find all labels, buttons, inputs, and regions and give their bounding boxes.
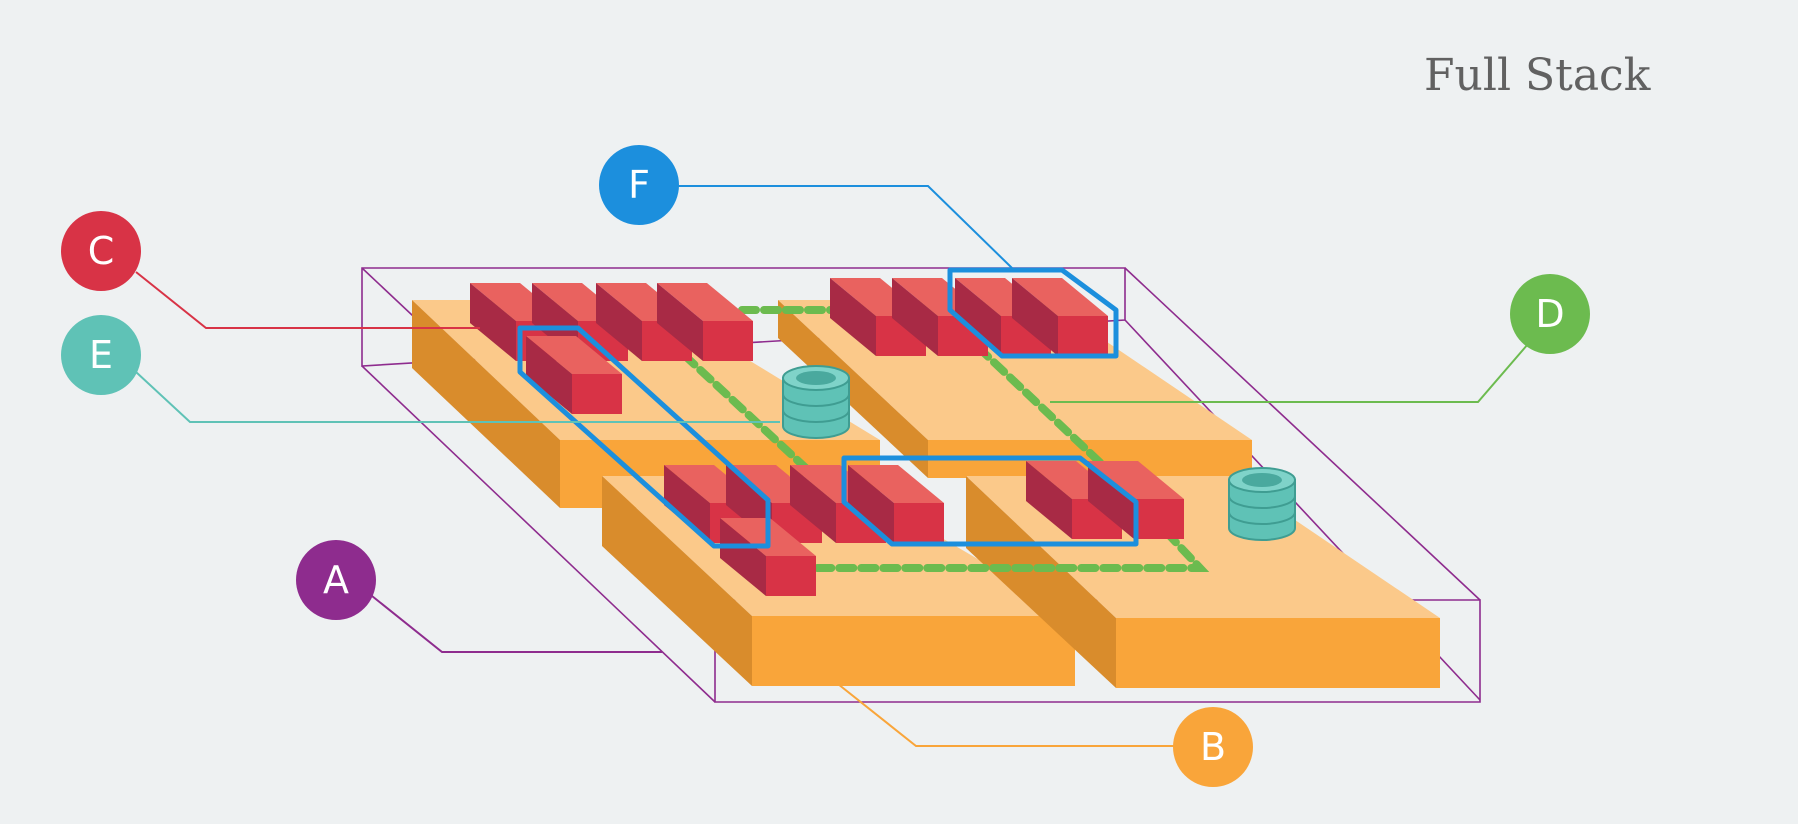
marker-d-circle (1510, 274, 1590, 354)
database-icon (782, 365, 850, 439)
callout-line-a (371, 595, 662, 653)
callout-marker-c: C (61, 211, 141, 291)
container-block (657, 283, 753, 361)
marker-c-circle (61, 211, 141, 291)
red-container-blocks (470, 278, 1184, 596)
callout-line-c (135, 271, 480, 329)
callout-marker-f: F (599, 145, 679, 225)
callout-marker-b: B (1173, 707, 1253, 787)
callout-line-e (135, 371, 780, 423)
callout-line-d (1050, 343, 1529, 403)
diagram-title: Full Stack (1424, 50, 1651, 101)
callout-marker-a: A (296, 540, 376, 620)
callout-line-f (678, 185, 1013, 269)
marker-e-circle (61, 315, 141, 395)
database-icon (1228, 467, 1296, 541)
marker-f-circle (599, 145, 679, 225)
callout-marker-e: E (61, 315, 141, 395)
marker-b-label: B (1200, 725, 1226, 769)
marker-e-label: E (89, 333, 113, 377)
teal-database-cylinders (782, 365, 1296, 541)
container-block (1088, 461, 1184, 539)
callout-line-b (837, 683, 1176, 747)
callout-marker-d: D (1510, 274, 1590, 354)
marker-b-circle (1173, 707, 1253, 787)
container-block (848, 465, 944, 543)
marker-f-label: F (628, 163, 650, 207)
marker-a-label: A (323, 558, 349, 602)
marker-c-label: C (88, 229, 115, 273)
callout-lines (135, 185, 1529, 747)
container-block (1012, 278, 1108, 356)
blue-group-outlines (517, 267, 1139, 549)
container-block (526, 336, 622, 414)
marker-a-circle (296, 540, 376, 620)
marker-d-label: D (1535, 292, 1564, 336)
